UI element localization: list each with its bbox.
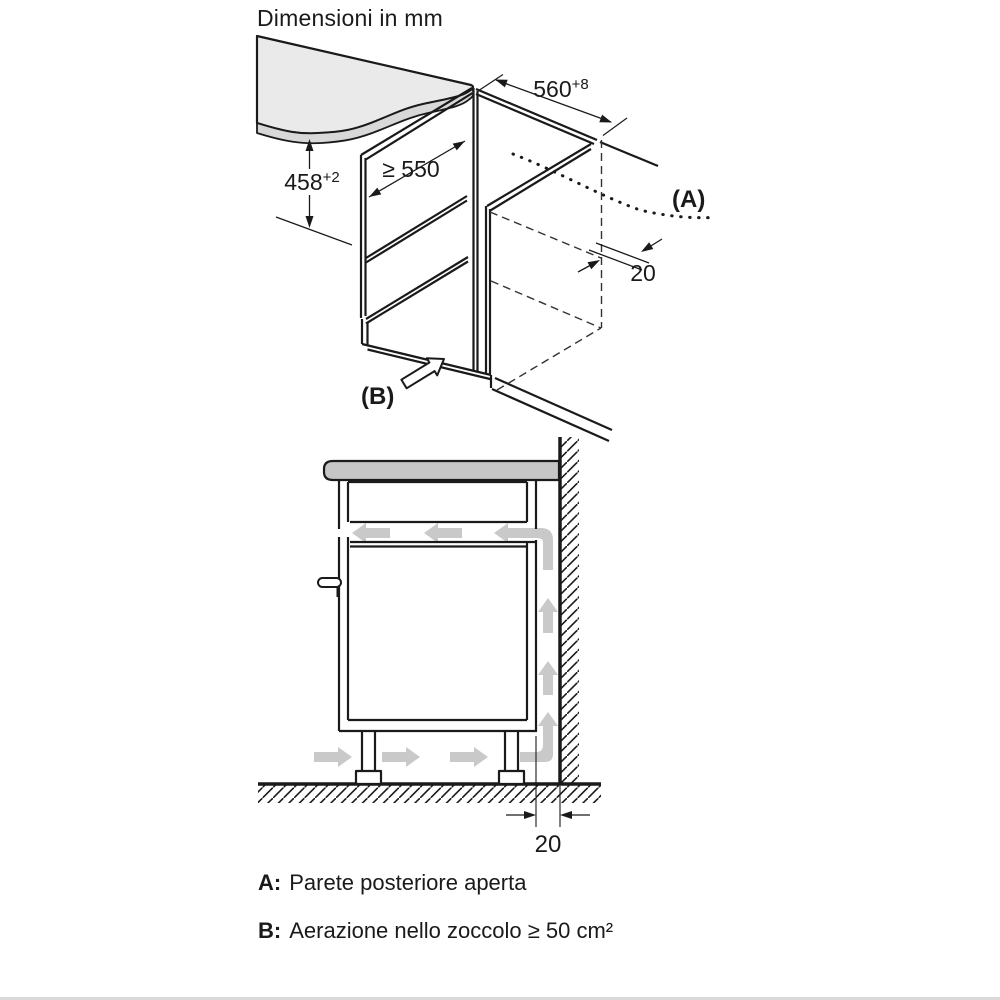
airflow-arrow-up-1 bbox=[538, 598, 558, 633]
airflow-arrow-right-2 bbox=[382, 747, 420, 767]
floor-hatch bbox=[258, 784, 601, 803]
dim-depth: ≥ 550 bbox=[368, 140, 466, 198]
cabinet-frame bbox=[337, 480, 538, 733]
legend-text-a: Parete posteriore aperta bbox=[289, 870, 527, 895]
legend-text-b: Aerazione nello zoccolo ≥ 50 cm² bbox=[289, 918, 614, 943]
dim-width: 560+8 bbox=[477, 73, 628, 136]
dim-gap-bottom-label: 20 bbox=[535, 831, 562, 858]
wall-hatch bbox=[560, 437, 579, 784]
cabinet-feet bbox=[354, 731, 526, 786]
worktop-top-surface bbox=[255, 34, 475, 135]
dim-height: 458+2 bbox=[275, 139, 353, 246]
niche-isometric-view: 458+2 560+8 ≥ 550 20 (A) (B) bbox=[255, 34, 715, 443]
page-title: Dimensioni in mm bbox=[257, 5, 443, 31]
label-b: (B) bbox=[361, 383, 394, 410]
legend-key-a: A: bbox=[258, 870, 282, 895]
airflow-arrow-right-3 bbox=[450, 747, 488, 767]
dim-gap-top-label: 20 bbox=[630, 260, 656, 286]
airflow-arrow-left-1 bbox=[352, 523, 390, 543]
ventilation-arrow-b-icon bbox=[400, 357, 445, 390]
bottom-divider bbox=[0, 997, 1000, 1000]
dim-height-label: 458+2 bbox=[284, 169, 339, 195]
legend-item-b: B: Aerazione nello zoccolo ≥ 50 cm² bbox=[258, 918, 613, 944]
dim-depth-label: ≥ 550 bbox=[382, 156, 439, 182]
dim-width-label: 560+8 bbox=[533, 76, 588, 102]
legend-item-a: A: Parete posteriore aperta bbox=[258, 870, 526, 896]
label-a: (A) bbox=[672, 186, 705, 213]
cabinet-foot-plate-right bbox=[497, 769, 526, 786]
airflow-arrow-bend-top bbox=[494, 523, 553, 570]
airflow-arrow-up-2 bbox=[538, 661, 558, 695]
airflow-arrows bbox=[314, 523, 558, 767]
door-handle bbox=[317, 577, 342, 597]
dim-gap-bottom: 20 bbox=[506, 736, 590, 858]
cabinet-side-view: 20 bbox=[258, 437, 601, 858]
airflow-arrow-bend-bottom bbox=[520, 712, 558, 762]
airflow-arrow-right-1 bbox=[314, 747, 352, 767]
dim-gap-top: 20 bbox=[577, 238, 663, 286]
hidden-edges-dashed bbox=[489, 140, 603, 391]
cabinet-foot-plate-left bbox=[354, 769, 383, 786]
countertop-side bbox=[322, 459, 561, 482]
dotted-leader-a bbox=[511, 152, 715, 220]
airflow-arrow-left-2 bbox=[424, 523, 462, 543]
legend-key-b: B: bbox=[258, 918, 282, 943]
